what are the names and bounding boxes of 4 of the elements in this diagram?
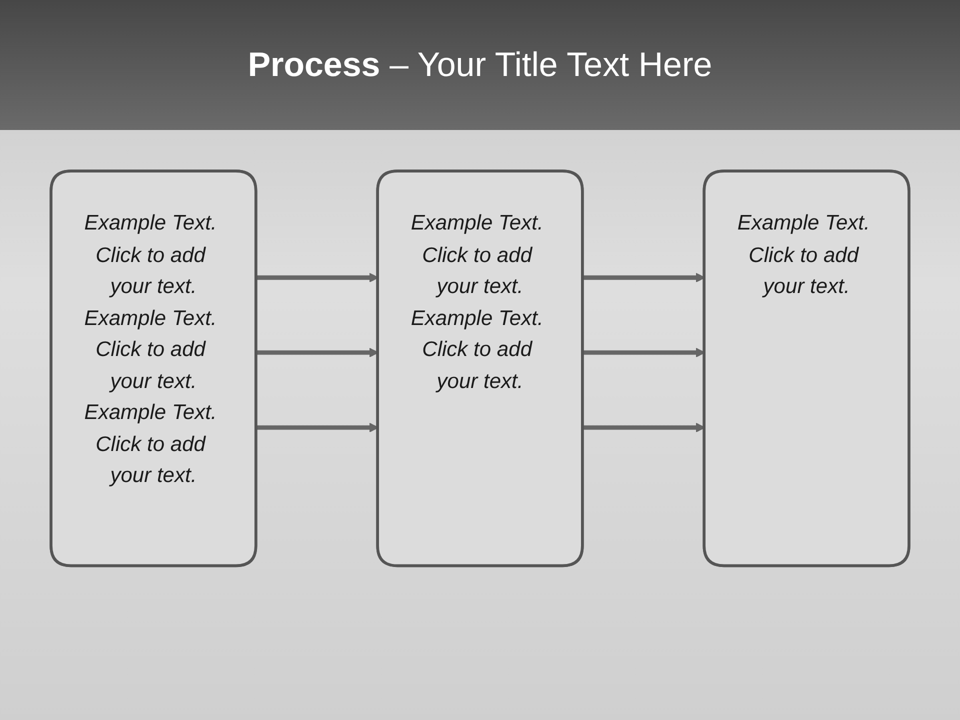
process-box: Example Text. Click to add your text. bbox=[702, 170, 910, 568]
process-box: Example Text. Click to add your text. Example Text. Click to add your text. Example Text. Click to add your text. bbox=[50, 170, 258, 568]
slide-title: Process – Your Title Text Here bbox=[248, 46, 712, 84]
process-box: Example Text. Click to add your text. Example Text. Click to add your text. bbox=[376, 170, 584, 568]
